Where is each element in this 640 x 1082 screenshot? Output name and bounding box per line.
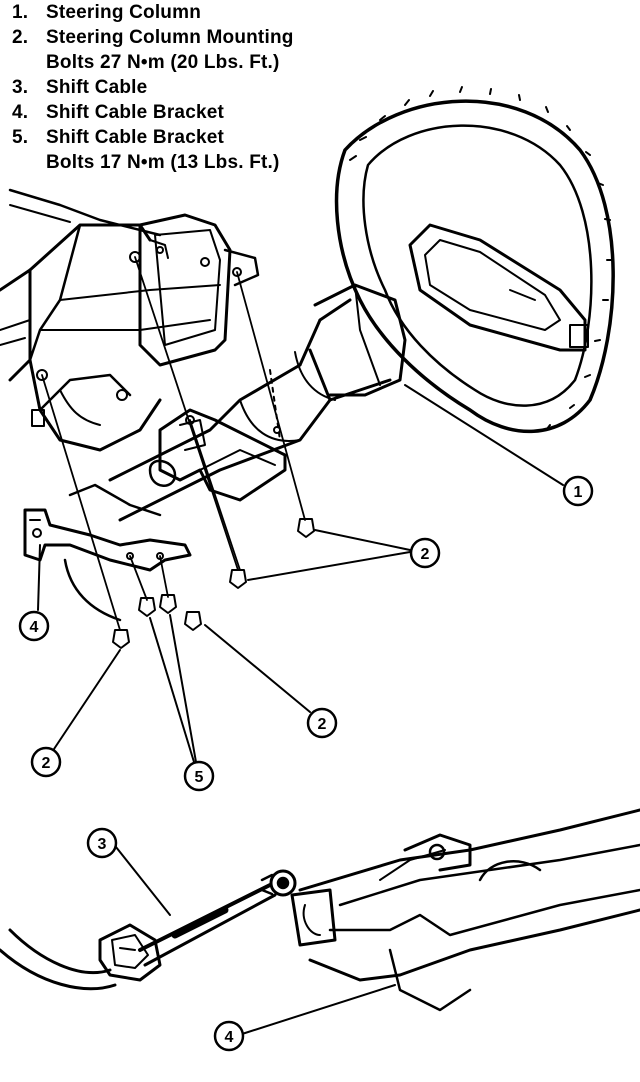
callout-3: 3 [86, 827, 118, 859]
callout-label: 4 [30, 619, 39, 636]
parts-legend: 1. Steering Column 2. Steering Column Mo… [12, 0, 412, 175]
callout-label: 5 [195, 769, 204, 786]
legend-number: 5. [12, 127, 29, 148]
callout-1: 1 [562, 475, 594, 507]
callout-label: 3 [98, 836, 107, 853]
callout-label: 2 [318, 716, 327, 733]
callout-2c: 2 [30, 746, 62, 778]
steering-column-tube [108, 283, 407, 522]
callout-label: 2 [42, 755, 51, 772]
legend-number: 2. [12, 27, 29, 48]
steering-wheel [334, 86, 615, 434]
legend-item-shift-cable: 3. Shift Cable [12, 75, 412, 100]
legend-item-steering-column: 1. Steering Column [12, 0, 412, 25]
callout-label: 2 [421, 546, 430, 563]
callout-2b: 2 [306, 707, 338, 739]
legend-item-mounting-bolts: 2. Steering Column Mounting Bolts 27 N•m… [12, 25, 412, 75]
callout-5: 5 [183, 760, 215, 792]
legend-text: Steering Column Mounting Bolts 27 N•m (2… [46, 27, 294, 73]
dashboard-support [0, 188, 221, 452]
callout-label: 1 [574, 484, 583, 501]
column-clamp-bracket [158, 408, 287, 502]
shift-cable-bracket-upper [23, 459, 192, 622]
column-support-bracket [36, 213, 260, 401]
lower-leader-lines [111, 841, 396, 1035]
legend-number: 3. [12, 77, 29, 98]
callout-4-upper: 4 [18, 610, 50, 642]
legend-number: 1. [12, 2, 29, 23]
callout-label: 4 [225, 1029, 234, 1046]
callout-2a: 2 [409, 537, 441, 569]
alignment-lines [41, 256, 306, 631]
legend-text: Steering Column [46, 2, 202, 23]
leader-lines [37, 384, 564, 763]
legend-text: Shift Cable Bracket Bolts 17 N•m (13 Lbs… [46, 127, 280, 173]
callout-4-lower: 4 [213, 1020, 245, 1052]
legend-text: Shift Cable Bracket [46, 102, 225, 123]
legend-text: Shift Cable [46, 77, 148, 98]
legend-item-bracket-bolts: 5. Shift Cable Bracket Bolts 17 N•m (13 … [12, 125, 412, 175]
lower-column-detail [290, 808, 640, 1012]
shift-cable [0, 869, 297, 991]
mounting-bolts [112, 518, 315, 649]
legend-number: 4. [12, 102, 29, 123]
legend-item-shift-cable-bracket: 4. Shift Cable Bracket [12, 100, 412, 125]
